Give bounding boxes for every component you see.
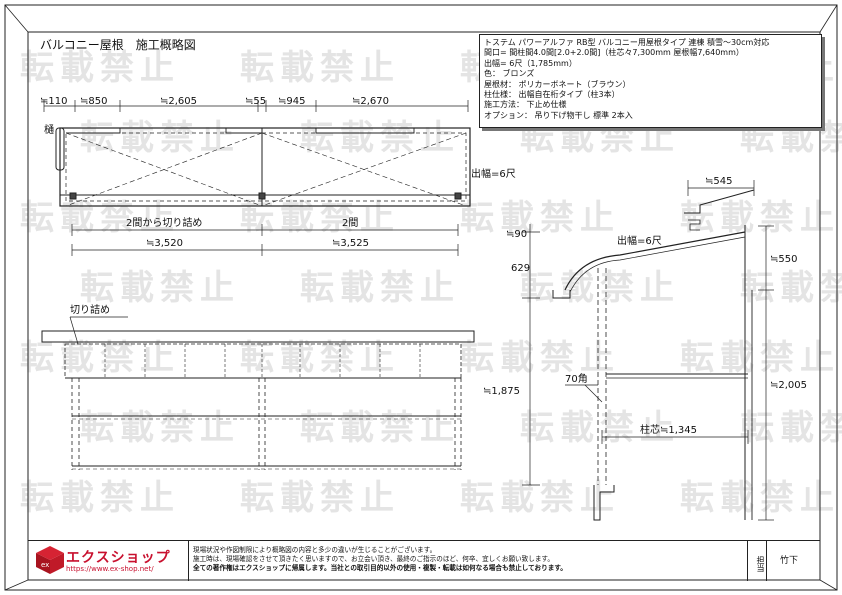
footer: エクスショップ https://www.ex-shop.net/ 現場状況や作図… [28,540,820,581]
dim-3525: ≒3,525 [332,238,369,249]
outer-border [4,4,838,591]
plan-view [43,100,471,256]
spec-line: 色： ブロンズ [484,69,535,79]
depth-label: 出幅=6尺 [471,167,516,180]
spec-line: 屋根材： ポリカーボネート（ブラウン） [484,79,631,89]
dim-550: ≒550 [770,254,797,265]
dim-2605: ≒2,605 [160,96,197,107]
dim-629: 629 [511,263,530,274]
footer-notes: 現場状況や作図制限により概略図の内容と多少の違いが生じることがございます。 施工… [193,546,567,573]
corner-marks [4,4,838,591]
front-elevation [41,316,475,470]
tantou-label: 担当 [747,541,767,581]
side-depth-label: 出幅=6尺 [617,234,662,247]
note-line: 現場状況や作図制限により概略図の内容と多少の違いが生じることがございます。 [193,546,437,554]
inner-border [27,31,821,581]
logo-box-icon: ex [36,546,64,574]
spec-line: オプション： 吊り下げ物干し 標準 2本入 [484,110,633,120]
tantou-name: 竹下 [780,556,799,566]
dim-110: ≒110 [40,96,67,107]
plan-labels: ≒110 ≒850 ≒2,605 ≒55 ≒945 ≒2,670 樋 出幅=6尺… [40,96,516,249]
spec-line: 柱仕様： 出幅自在桁タイプ（柱3本） [484,90,620,100]
span-left-label: 2間から切り詰め [126,216,202,229]
span-right-label: 2間 [342,217,358,229]
dim-2005: ≒2,005 [770,380,807,391]
pitch-label: 柱芯≒1,345 [640,423,697,436]
post-size-label: 70角 [565,373,588,385]
spec-line: 施工方法： 下止め仕様 [484,100,567,110]
logo-name: エクスショップ [66,550,171,566]
spec-line: トステム パワーアルファ RB型 バルコニー用屋根タイプ 連棟 積雪～30cm対… [484,38,770,47]
logo-area: エクスショップ https://www.ex-shop.net/ [28,541,189,581]
copyright-notice: 全ての著作権はエクスショップに帰属します。当社との取引目的以外の使用・複製・転載… [193,564,567,572]
dim-90: ≒90 [506,229,527,240]
side-labels: ≒545 ≒90 629 ≒550 ≒1,875 ≒2,005 出幅=6尺 70… [483,176,807,436]
dim-1875: ≒1,875 [483,386,520,397]
page-title: バルコニー屋根 施工概略図 [40,38,196,52]
dim-850: ≒850 [80,96,107,107]
logo-url: https://www.ex-shop.net/ [66,565,154,573]
side-elevation [522,180,774,521]
dim-55: ≒55 [245,96,266,107]
dim-3520: ≒3,520 [146,238,183,249]
gutter-label: 樋 [44,123,54,136]
dim-945: ≒945 [278,96,305,107]
cut-label: 切り詰め [70,303,110,316]
spec-line: 間口= 間柱間4.0間[2.0+2.0間]（柱芯々7,300mm 屋根幅7,64… [484,48,744,58]
svg-text:ex: ex [41,561,49,569]
dim-545: ≒545 [705,176,732,187]
note-line: 施工時は、現場確認をさせて頂きたく思いますので、お立会い頂き、最終のご指示のほど… [193,555,554,563]
spec-line: 出幅= 6尺（1,785mm） [484,58,577,68]
spec-box: トステム パワーアルファ RB型 バルコニー用屋根タイプ 連棟 積雪～30cm対… [479,34,822,128]
dim-2670: ≒2,670 [352,96,389,107]
